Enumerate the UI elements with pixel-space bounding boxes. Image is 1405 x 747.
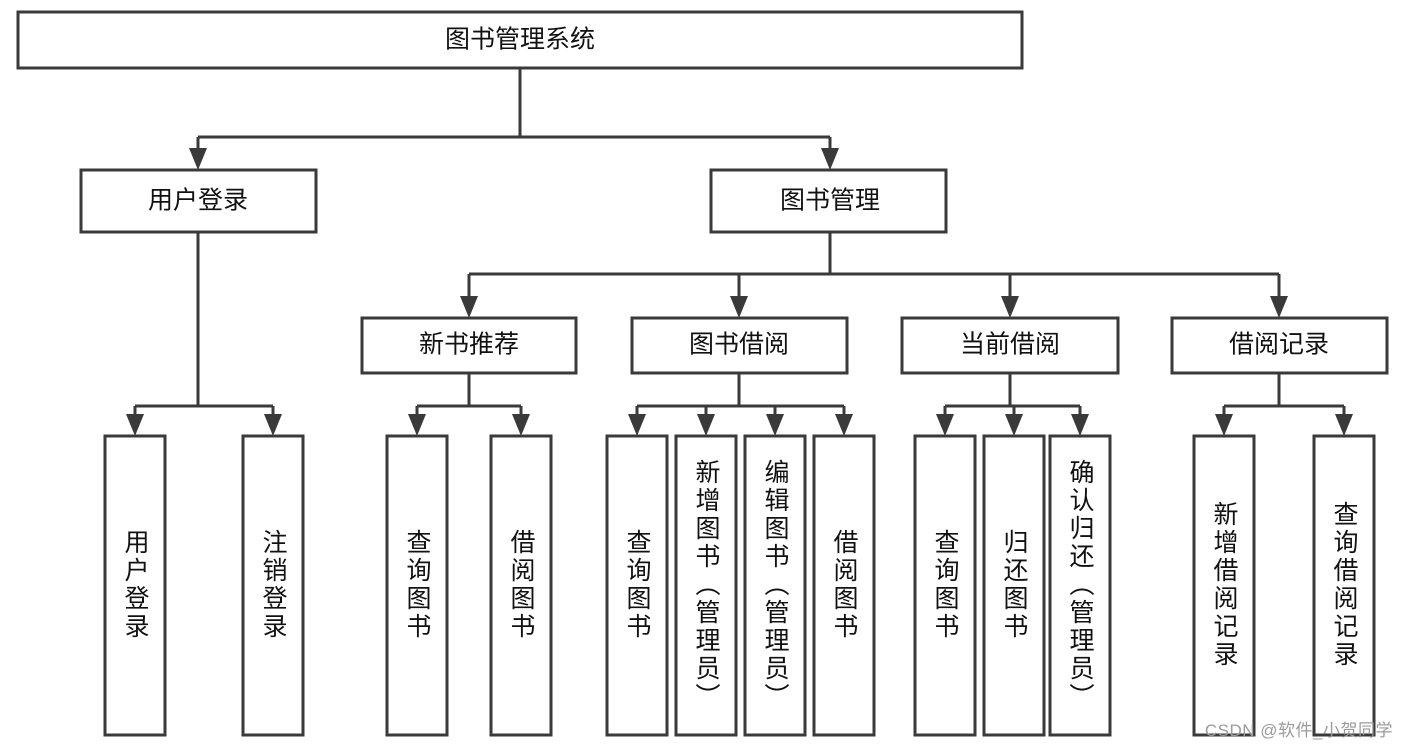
leaf-book-borrow-add-label: 新增图书（管理员）: [692, 459, 721, 711]
leaf-new-book-borrow-label: 借阅图书: [507, 529, 536, 641]
node-new-book-recommend-label: 新书推荐: [419, 331, 519, 359]
arrow-head-bb-leaf-2: [697, 414, 715, 436]
leaf-book-borrow-edit-label: 编辑图书（管理员）: [761, 459, 790, 711]
leaf-user-login-login[interactable]: 用户登录: [103, 434, 167, 737]
arrow-head-bb-leaf-1: [628, 414, 646, 436]
node-user-login-box[interactable]: [79, 168, 318, 234]
node-new-book-recommend[interactable]: 新书推荐: [360, 316, 578, 375]
node-book-borrow[interactable]: 图书借阅: [630, 316, 849, 375]
node-borrow-record-label: 借阅记录: [1229, 331, 1329, 359]
connector-layer: [126, 68, 1353, 436]
node-book-management[interactable]: 图书管理: [709, 168, 948, 234]
leaf-new-book-borrow[interactable]: 借阅图书: [489, 434, 553, 737]
node-user-login-label: 用户登录: [148, 187, 248, 215]
leaf-user-login-logout-label: 注销登录: [259, 529, 288, 641]
leaf-borrow-record-query-box[interactable]: [1312, 434, 1376, 737]
arrow-head-borrow-record: [1270, 296, 1288, 318]
node-current-borrow[interactable]: 当前借阅: [900, 316, 1120, 375]
arrow-head-cb-leaf-1: [936, 414, 954, 436]
node-current-borrow-box[interactable]: [900, 316, 1120, 375]
leaf-new-book-query-label: 查询图书: [403, 529, 432, 641]
leaf-new-book-borrow-box[interactable]: [489, 434, 553, 737]
node-borrow-record-box[interactable]: [1170, 316, 1389, 375]
leaf-user-login-login-label: 用户登录: [121, 529, 150, 641]
arrow-head-leaf-logout: [264, 414, 282, 436]
leaf-book-borrow-edit-box[interactable]: [743, 434, 807, 737]
leaf-book-borrow-query[interactable]: 查询图书: [605, 434, 669, 737]
arrow-head-br-leaf-2: [1335, 414, 1353, 436]
leaf-new-book-query-box[interactable]: [385, 434, 449, 737]
node-book-borrow-box[interactable]: [630, 316, 849, 375]
leaf-current-borrow-return-label: 归还图书: [1000, 529, 1029, 641]
leaf-borrow-record-query[interactable]: 查询借阅记录: [1312, 434, 1376, 737]
node-book-management-label: 图书管理: [780, 187, 880, 215]
node-root-label: 图书管理系统: [445, 26, 595, 54]
leaf-borrow-record-add-label: 新增借阅记录: [1210, 501, 1239, 669]
arrow-head-book-borrow: [730, 296, 748, 318]
arrow-head-br-leaf-1: [1215, 414, 1233, 436]
arrow-head-cb-leaf-2: [1005, 414, 1023, 436]
arrow-head-leaf-user-login: [126, 414, 144, 436]
node-root-box[interactable]: [16, 10, 1024, 70]
arrow-head-user-login: [189, 148, 207, 170]
leaf-book-borrow-add-box[interactable]: [674, 434, 738, 737]
arrow-head-nb-leaf-1: [408, 414, 426, 436]
leaf-book-borrow-borrow-box[interactable]: [812, 434, 876, 737]
csdn-watermark: CSDN @软件_小贺同学: [1204, 721, 1393, 740]
leaf-book-borrow-edit[interactable]: 编辑图书（管理员）: [743, 434, 807, 737]
leaf-current-borrow-query[interactable]: 查询图书: [913, 434, 977, 737]
arrow-head-new-book: [460, 296, 478, 318]
leaf-borrow-record-query-label: 查询借阅记录: [1330, 501, 1359, 669]
leaf-book-borrow-add[interactable]: 新增图书（管理员）: [674, 434, 738, 737]
leaf-book-borrow-borrow-label: 借阅图书: [830, 529, 859, 641]
node-book-management-box[interactable]: [709, 168, 948, 234]
leaf-user-login-login-box[interactable]: [103, 434, 167, 737]
leaf-book-borrow-borrow[interactable]: 借阅图书: [812, 434, 876, 737]
node-root[interactable]: 图书管理系统: [16, 10, 1024, 70]
leaf-current-borrow-confirm-box[interactable]: [1048, 434, 1112, 737]
leaf-current-borrow-query-box[interactable]: [913, 434, 977, 737]
arrow-head-bb-leaf-4: [835, 414, 853, 436]
node-current-borrow-label: 当前借阅: [960, 331, 1060, 359]
arrow-head-book-mgmt: [821, 148, 839, 170]
arrow-head-cb-leaf-3: [1071, 414, 1089, 436]
leaf-book-borrow-query-box[interactable]: [605, 434, 669, 737]
leaf-borrow-record-add[interactable]: 新增借阅记录: [1192, 434, 1256, 737]
node-user-login[interactable]: 用户登录: [79, 168, 318, 234]
leaf-current-borrow-query-label: 查询图书: [931, 529, 960, 641]
leaf-current-borrow-return-box[interactable]: [982, 434, 1046, 737]
arrow-head-nb-leaf-2: [512, 414, 530, 436]
leaf-current-borrow-confirm[interactable]: 确认归还（管理员）: [1048, 434, 1112, 737]
leaf-current-borrow-confirm-label: 确认归还（管理员）: [1066, 459, 1095, 711]
leaf-borrow-record-add-box[interactable]: [1192, 434, 1256, 737]
leaf-current-borrow-return[interactable]: 归还图书: [982, 434, 1046, 737]
node-book-borrow-label: 图书借阅: [689, 331, 789, 359]
leaf-user-login-logout-box[interactable]: [241, 434, 305, 737]
leaf-new-book-query[interactable]: 查询图书: [385, 434, 449, 737]
arrow-head-current-borrow: [1001, 296, 1019, 318]
node-borrow-record[interactable]: 借阅记录: [1170, 316, 1389, 375]
node-new-book-recommend-box[interactable]: [360, 316, 578, 375]
leaf-user-login-logout[interactable]: 注销登录: [241, 434, 305, 737]
arrow-head-bb-leaf-3: [766, 414, 784, 436]
leaf-book-borrow-query-label: 查询图书: [623, 529, 652, 641]
